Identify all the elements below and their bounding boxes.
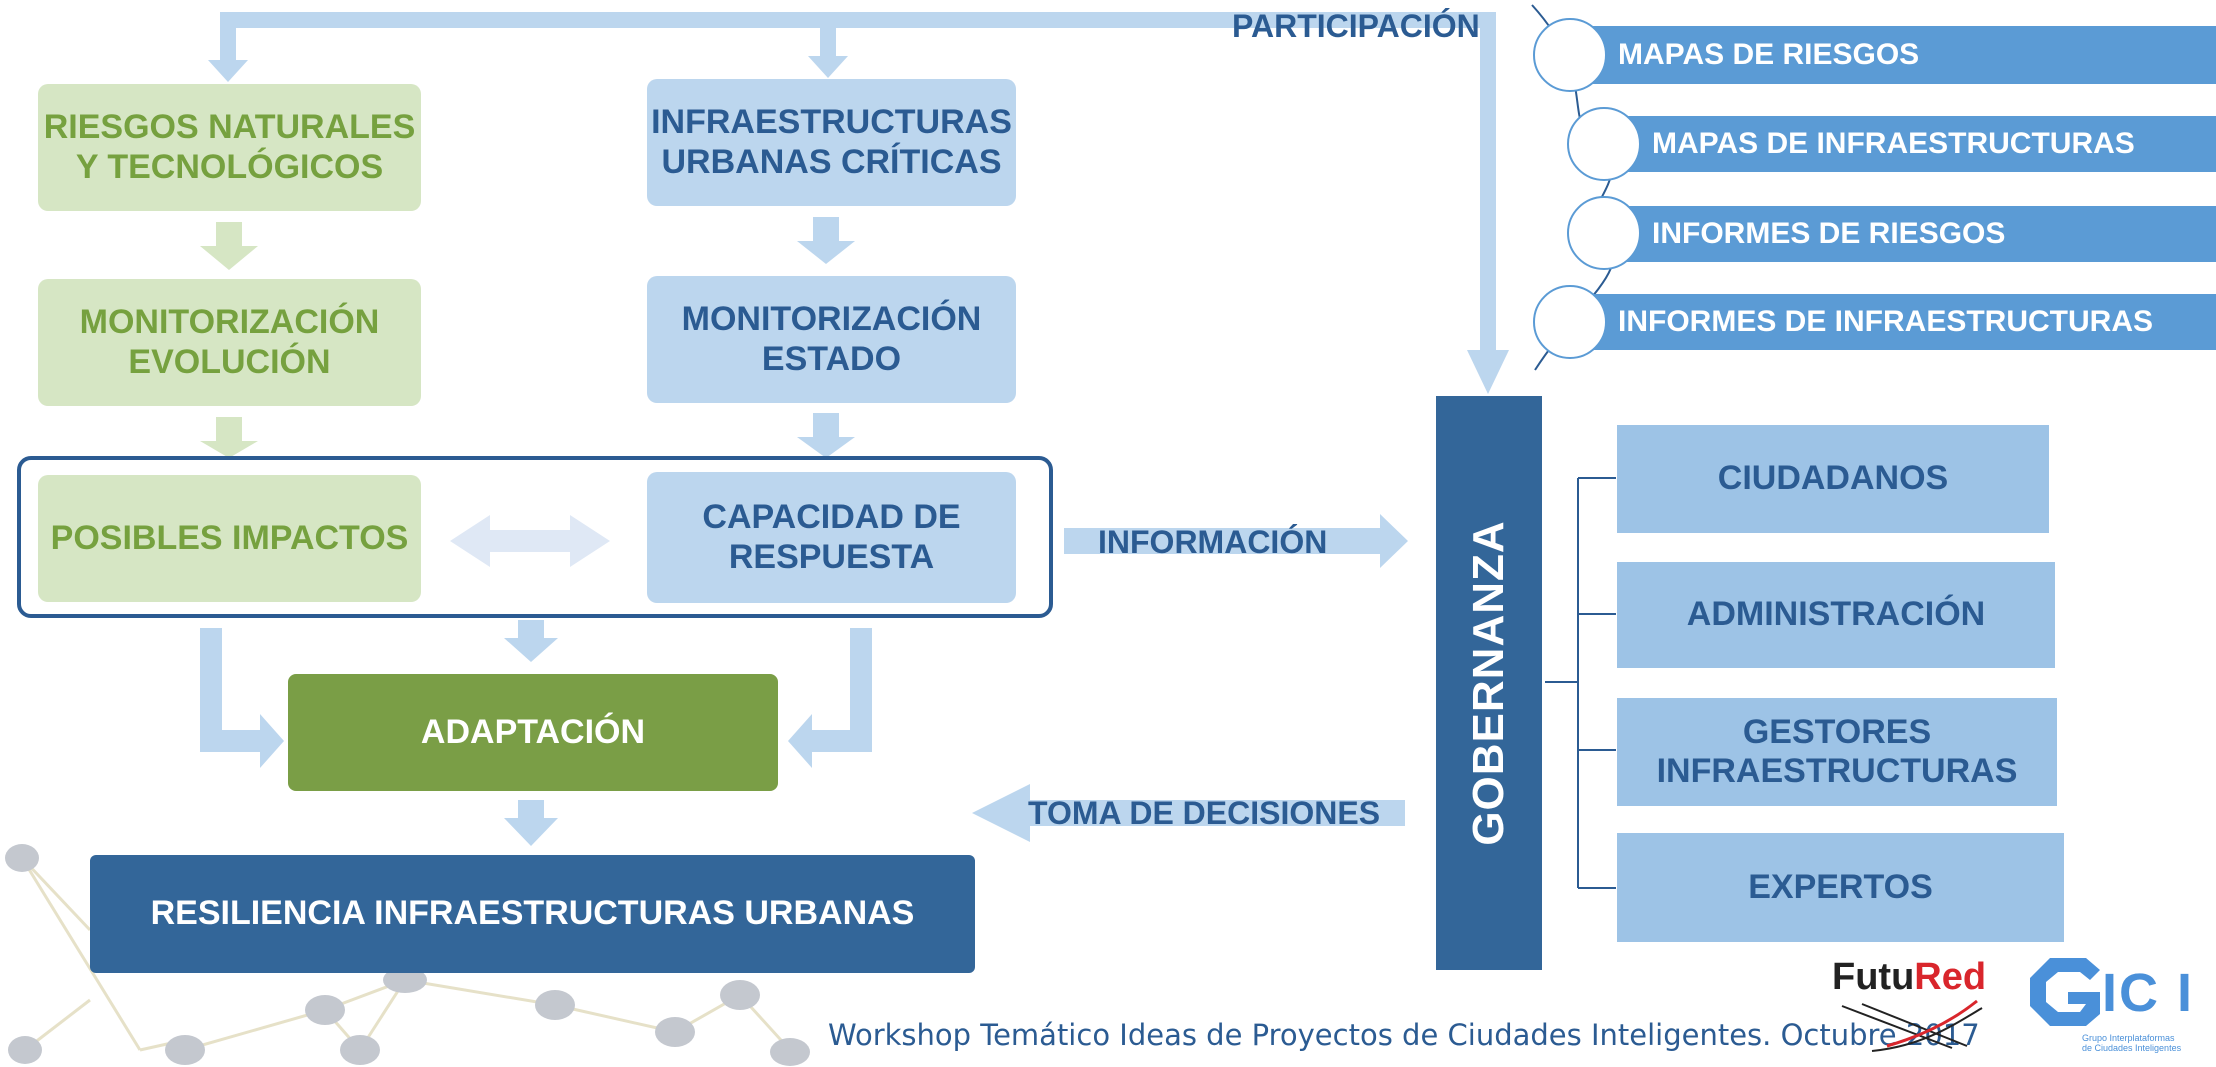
futured-logo: FutuRed	[1832, 956, 1992, 1056]
futured-logo-part1: Futu	[1832, 956, 1915, 998]
futured-swoosh-icon	[1841, 999, 1983, 1052]
governance-box	[1436, 396, 1542, 970]
risks-label: RIESGOS NATURALES Y TECNOLÓGICOS	[43, 108, 416, 186]
stakeholder-label: CIUDADANOS	[1717, 459, 1949, 498]
participation-label: PARTICIPACIÓN	[1232, 8, 1480, 44]
stakeholder-label: GESTORES INFRAESTRUCTURAS	[1656, 712, 2018, 790]
infrastructures-box: INFRAESTRUCTURAS URBANAS CRÍTICAS	[647, 79, 1016, 206]
gici-g-icon	[2030, 958, 2100, 1026]
response-capacity-box: CAPACIDAD DE RESPUESTA	[647, 472, 1016, 603]
risks-box: RIESGOS NATURALES Y TECNOLÓGICOS	[38, 84, 421, 211]
adaptation-label: ADAPTACIÓN	[420, 712, 646, 751]
output-bullet	[1567, 107, 1641, 181]
impacts-capacity-frame	[17, 456, 1053, 618]
adaptation-box: ADAPTACIÓN	[288, 674, 778, 791]
monitoring-evolution-box: MONITORIZACIÓN EVOLUCIÓN	[38, 279, 421, 406]
stakeholder-label: ADMINISTRACIÓN	[1686, 595, 1986, 634]
output-bullet	[1533, 18, 1607, 92]
governance-label: GOBERNANZA	[1464, 520, 1513, 846]
output-infrastructure-reports: INFORMES DE INFRAESTRUCTURAS	[1566, 294, 2216, 350]
stakeholder-experts: EXPERTOS	[1617, 833, 2064, 942]
response-capacity-label: CAPACIDAD DE RESPUESTA	[702, 498, 961, 576]
possible-impacts-box: POSIBLES IMPACTOS	[38, 475, 421, 602]
network-nodes	[5, 844, 810, 1066]
stakeholder-administration: ADMINISTRACIÓN	[1617, 562, 2055, 668]
possible-impacts-label: POSIBLES IMPACTOS	[50, 518, 409, 557]
output-label: MAPAS DE RIESGOS	[1618, 38, 1920, 71]
infrastructures-label: INFRAESTRUCTURAS URBANAS CRÍTICAS	[651, 103, 1012, 181]
resilience-box: RESILIENCIA INFRAESTRUCTURAS URBANAS	[90, 855, 975, 973]
stakeholder-label: EXPERTOS	[1748, 867, 1933, 906]
output-label: INFORMES DE INFRAESTRUCTURAS	[1618, 305, 2154, 338]
output-risk-maps: MAPAS DE RIESGOS	[1566, 26, 2216, 84]
output-bullet	[1567, 196, 1641, 270]
decisions-arrow	[972, 784, 1405, 842]
stakeholder-citizens: CIUDADANOS	[1617, 425, 2049, 533]
resilience-label: RESILIENCIA INFRAESTRUCTURAS URBANAS	[150, 894, 915, 933]
output-bullet	[1533, 285, 1607, 359]
gici-caption: Grupo Interplataformas de Ciudades Intel…	[2082, 1033, 2182, 1053]
monitoring-evolution-label: MONITORIZACIÓN EVOLUCIÓN	[79, 303, 380, 381]
output-label: INFORMES DE RIESGOS	[1652, 217, 2006, 250]
output-infrastructure-maps: MAPAS DE INFRAESTRUCTURAS	[1600, 116, 2216, 172]
monitoring-state-label: MONITORIZACIÓN ESTADO	[681, 300, 982, 378]
output-risk-reports: INFORMES DE RIESGOS	[1600, 206, 2216, 262]
information-label: INFORMACIÓN	[1098, 524, 1328, 560]
stakeholder-infrastructure-managers: GESTORES INFRAESTRUCTURAS	[1617, 698, 2057, 806]
gici-letters: IC I	[2102, 963, 2195, 1023]
monitoring-state-box: MONITORIZACIÓN ESTADO	[647, 276, 1016, 403]
information-arrow	[1064, 514, 1408, 568]
decisions-label: TOMA DE DECISIONES	[1028, 795, 1381, 831]
footer-text: Workshop Temático Ideas de Proyectos de …	[828, 1018, 1980, 1052]
gici-logo: IC I Grupo Interplataformas de Ciudades …	[2024, 952, 2212, 1060]
output-label: MAPAS DE INFRAESTRUCTURAS	[1652, 127, 2135, 160]
double-arrow	[450, 515, 610, 567]
futured-logo-part2: Red	[1914, 956, 1987, 998]
